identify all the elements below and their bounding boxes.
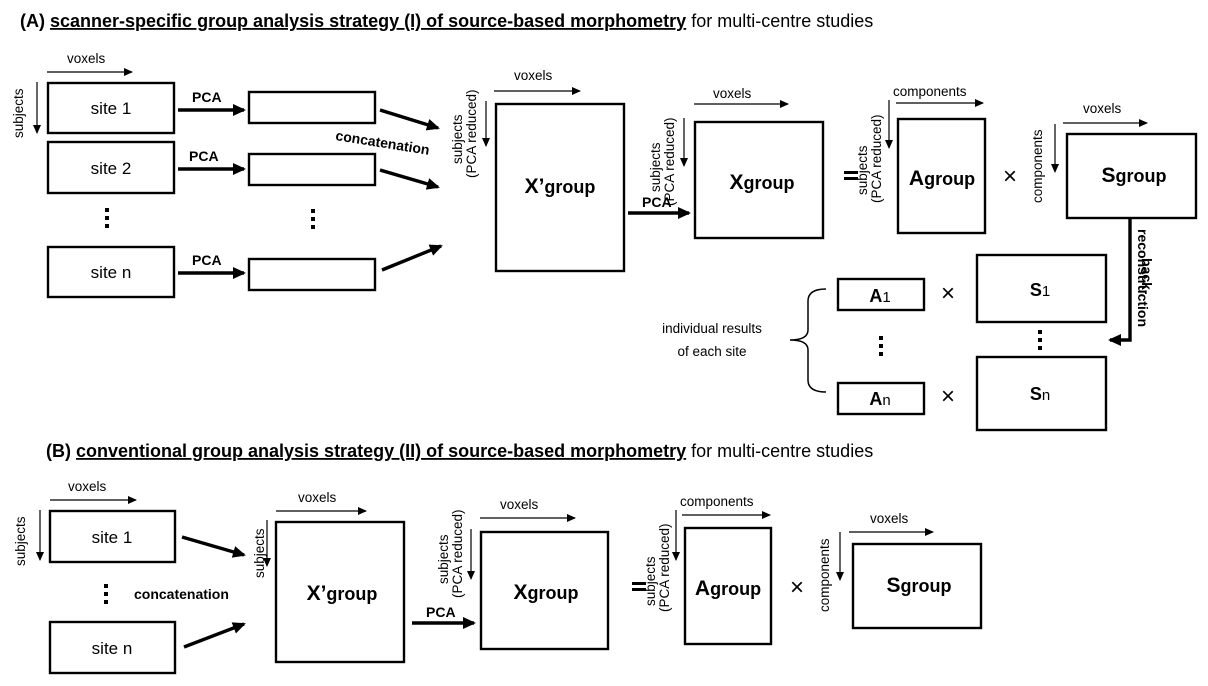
a-xprime-voxels-label: voxels: [514, 68, 553, 83]
b-concatenation-label: concatenation: [134, 586, 229, 602]
a-reconstruction-label: reconstruction: [1135, 229, 1151, 327]
a-s-ellipsis: [1038, 330, 1042, 350]
b-site-1-box: site 1: [48, 509, 177, 564]
b-xprime-voxels-label: voxels: [298, 490, 337, 505]
a-reduced-box-n: [247, 257, 377, 292]
b-a-pca-reduced-label: (PCA reduced): [657, 523, 672, 612]
a-individual-results-line1: individual results: [662, 321, 762, 336]
b-s-voxels-label: voxels: [870, 511, 909, 526]
a-a-components-label: components: [893, 84, 967, 99]
a-individual-results-line2: of each site: [677, 344, 746, 359]
b-a-components-label: components: [680, 494, 754, 509]
svg-text:site 1: site 1: [91, 99, 132, 118]
a-x-voxels-label: voxels: [713, 86, 752, 101]
svg-text:site n: site n: [92, 639, 133, 658]
panel-a-title: (A) scanner-specific group analysis stra…: [20, 11, 873, 31]
a-x-subjects-label: subjects: [648, 142, 663, 192]
b-xprime-subjects-label: subjects: [252, 528, 267, 578]
svg-text:Xgroup: Xgroup: [729, 171, 794, 194]
svg-text:Sn: Sn: [1030, 384, 1050, 404]
b-site-n-box: site n: [48, 620, 177, 675]
a-x-group-box: Xgroup: [693, 120, 825, 240]
a-sites-subjects-label: subjects: [11, 88, 26, 138]
b-a-subjects-label: subjects: [643, 556, 658, 606]
panel-b-title: (B) conventional group analysis strategy…: [46, 441, 873, 461]
svg-text:S1: S1: [1030, 280, 1050, 300]
a-a1-box: A1: [836, 277, 926, 312]
a-s-voxels-label: voxels: [1083, 101, 1122, 116]
a-a-pca-reduced-label: (PCA reduced): [869, 114, 884, 203]
svg-text:Xgroup: Xgroup: [513, 581, 578, 604]
a-x-pca-reduced-label: (PCA reduced): [662, 117, 677, 206]
a-sites-ellipsis: [105, 208, 109, 228]
a-s-components-label: components: [1030, 129, 1045, 203]
a-pca-label-n: PCA: [192, 252, 222, 268]
a-sn-box: Sn: [975, 355, 1108, 432]
b-a-group-box: Agroup: [683, 526, 773, 646]
a-reduced-ellipsis: [311, 209, 315, 229]
b-pca-label: PCA: [426, 604, 456, 620]
svg-text:Agroup: Agroup: [695, 577, 761, 600]
svg-text:site n: site n: [91, 263, 132, 282]
a-reduced-box-1: [247, 90, 377, 125]
a-pca-label-1: PCA: [192, 89, 222, 105]
b-s-components-label: components: [817, 538, 832, 612]
a-back-reconstruction-arrow: [1108, 219, 1132, 346]
svg-text:site 2: site 2: [91, 159, 132, 178]
b-sites-voxels-label: voxels: [68, 479, 107, 494]
a-site-2-box: site 2: [46, 140, 176, 195]
a-site-1-box: site 1: [46, 81, 176, 135]
b-x-pca-reduced-label: (PCA reduced): [450, 509, 465, 598]
a-sites-voxels-label: voxels: [67, 51, 106, 66]
a-a-subjects-label: subjects: [855, 145, 870, 195]
b-x-voxels-label: voxels: [500, 497, 539, 512]
b-x-group-box: Xgroup: [479, 530, 610, 651]
svg-text:site 1: site 1: [92, 528, 133, 547]
b-sites-ellipsis: [104, 584, 108, 604]
svg-text:A1: A1: [869, 286, 890, 306]
a-times-sign-2: ×: [941, 280, 955, 307]
b-sites-subjects-label: subjects: [13, 516, 28, 566]
svg-text:Sgroup: Sgroup: [1101, 164, 1166, 187]
b-s-group-box: Sgroup: [851, 542, 983, 630]
a-s-group-box: Sgroup: [1065, 132, 1198, 220]
a-individual-results-brace: [789, 288, 827, 393]
svg-text:Sgroup: Sgroup: [886, 574, 951, 597]
svg-text:Agroup: Agroup: [909, 167, 975, 190]
b-equals-sign: [632, 582, 646, 591]
a-reduced-box-2: [247, 152, 377, 187]
a-xprime-pca-reduced-label: (PCA reduced): [464, 89, 479, 178]
a-a-group-box: Agroup: [896, 117, 987, 235]
a-xprime-group-box: X’group: [494, 102, 626, 273]
b-xprime-group-box: X’group: [274, 520, 406, 664]
a-s1-box: S1: [975, 253, 1108, 324]
a-back-label: back-: [1139, 258, 1155, 295]
a-xprime-subjects-label: subjects: [450, 114, 465, 164]
a-an-box: An: [836, 381, 926, 416]
b-x-subjects-label: subjects: [436, 534, 451, 584]
a-pca-label-group: PCA: [642, 194, 672, 210]
a-times-sign-1: ×: [1003, 163, 1017, 190]
svg-text:X’group: X’group: [525, 175, 596, 198]
a-site-n-box: site n: [46, 245, 176, 299]
a-pca-label-2: PCA: [189, 148, 219, 164]
svg-text:X’group: X’group: [307, 582, 378, 605]
svg-text:An: An: [869, 389, 890, 409]
a-times-sign-3: ×: [941, 383, 955, 410]
b-times-sign: ×: [790, 574, 804, 601]
a-equals-sign: [844, 171, 858, 180]
a-a-ellipsis: [879, 336, 883, 356]
